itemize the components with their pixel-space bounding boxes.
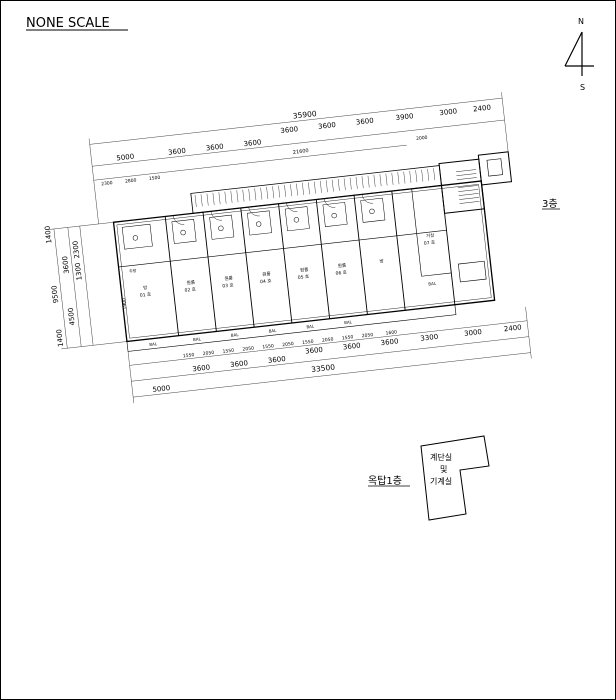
- top-dim-7: 3600: [355, 117, 374, 127]
- bottom-small-dim-8: 2050: [322, 336, 334, 343]
- bottom-small-dim-3: 1550: [222, 348, 234, 355]
- top-small-dim-1: 2300: [101, 180, 113, 187]
- top-subtotal-dim: 21600: [293, 148, 309, 156]
- top-dim-9: 3000: [439, 107, 458, 117]
- bal-label-6: BAL: [344, 319, 353, 325]
- room-number-04: 04 호: [260, 278, 272, 285]
- room-name-07: 거실: [426, 232, 435, 240]
- bottom-small-dim-1: 1550: [183, 352, 195, 359]
- roof-text-1: 계단실: [430, 452, 452, 462]
- bottom-dim-4: 3600: [268, 355, 287, 365]
- left-dim-bottom: 1400: [55, 329, 65, 348]
- room-name-06: 원룸: [337, 262, 346, 270]
- left-inner-dim-1: 3600: [61, 256, 71, 275]
- top-small-dim-3: 1500: [149, 175, 161, 182]
- roof-outline: [420, 435, 490, 521]
- top-dim-5: 3600: [280, 125, 299, 135]
- room-number-01: 01 호: [140, 292, 152, 299]
- left-small-dim-1: 2300: [71, 240, 81, 259]
- left-small-dim-2: 1300: [74, 262, 84, 281]
- bottom-dimensions: [127, 306, 532, 404]
- room-number-03: 03 호: [222, 282, 234, 289]
- north-letter: N: [578, 17, 584, 26]
- bal-label-7: BAL: [428, 281, 437, 287]
- bottom-small-dim-9: 1550: [342, 334, 354, 341]
- kitchen-label: 주방: [129, 267, 137, 274]
- bal-label-4: BAL: [268, 328, 277, 334]
- top-right-small-dim: 2000: [416, 135, 428, 142]
- bottom-small-dim-11: 1600: [385, 329, 397, 336]
- left-dim-top: 1400: [44, 225, 54, 244]
- bottom-small-dim-10: 2050: [361, 332, 373, 339]
- bottom-small-dim-4: 2050: [242, 345, 254, 352]
- top-overall-dim: 35900: [292, 109, 317, 121]
- top-dim-4: 3600: [243, 138, 262, 148]
- bottom-small-dim-5: 1550: [262, 343, 274, 350]
- bottom-overall-dim: 33500: [311, 362, 336, 374]
- bottom-dim-2: 3600: [192, 363, 211, 373]
- room-number-05: 05 호: [298, 274, 310, 281]
- top-dim-2: 3600: [168, 147, 187, 157]
- room-name-05: 원룸: [300, 266, 309, 274]
- top-small-dim-2: 2800: [125, 177, 137, 184]
- top-dim-1: 5000: [116, 153, 135, 163]
- bottom-dim-7: 3600: [380, 337, 399, 347]
- bottom-dim-10: 2400: [503, 323, 522, 333]
- top-dim-6: 3600: [318, 121, 337, 131]
- bottom-dim-1: 5000: [152, 384, 171, 394]
- north-arrow-icon: N S: [564, 17, 594, 92]
- room-number-06: 06 호: [335, 270, 347, 277]
- bottom-dim-6: 3600: [342, 341, 361, 351]
- door-swings: [172, 194, 374, 225]
- room-name-04: 원룸: [262, 270, 271, 278]
- roof-text-3: 기계실: [430, 476, 452, 486]
- bottom-dim-5: 3600: [305, 346, 324, 356]
- bottom-small-dim-7: 1550: [302, 339, 314, 346]
- room-name-01: 방: [143, 284, 148, 291]
- south-letter: S: [580, 83, 585, 92]
- left-dim-middle: 9500: [50, 285, 60, 304]
- room-name-02: 원룸: [186, 279, 195, 287]
- room-name-07a: 방: [379, 257, 384, 264]
- left-small-dim-3: 1900: [121, 298, 128, 310]
- roof-plan: 옥탑1층 계단실 및 기계실: [368, 435, 490, 521]
- bottom-dim-9: 3000: [464, 328, 483, 338]
- building-walls: [112, 151, 513, 352]
- bottom-dim-8: 3300: [420, 333, 439, 343]
- room-name-03: 원룸: [224, 274, 233, 282]
- bal-label-1: BAL: [149, 341, 158, 347]
- roof-text-2: 및: [440, 464, 447, 474]
- left-dimensions: [47, 222, 127, 350]
- top-dim-3: 3600: [205, 143, 224, 153]
- scale-title: NONE SCALE: [26, 16, 110, 31]
- bottom-dim-3: 3600: [230, 359, 249, 369]
- stair-treads: [456, 169, 480, 204]
- bal-label-5: BAL: [306, 323, 315, 329]
- top-dim-10: 2400: [473, 103, 492, 113]
- bal-label-3: BAL: [231, 332, 240, 338]
- top-dim-8: 3900: [395, 112, 414, 122]
- toilet-fixtures: [132, 208, 375, 241]
- plan-group: 35900 5000 3600 3600 3600 3600 3600 3600…: [44, 92, 532, 404]
- corridor-railing: [194, 168, 436, 207]
- bottom-small-dim-2: 2050: [202, 350, 214, 357]
- room-number-02: 02 호: [184, 287, 196, 294]
- roof-label: 옥탑1층: [368, 475, 402, 487]
- floor-label: 3층: [542, 198, 558, 210]
- bal-label-2: BAL: [193, 336, 202, 342]
- left-inner-dim-2: 4500: [67, 307, 77, 326]
- bottom-small-dim-6: 2050: [282, 341, 294, 348]
- room-number-07: 07 호: [424, 240, 436, 247]
